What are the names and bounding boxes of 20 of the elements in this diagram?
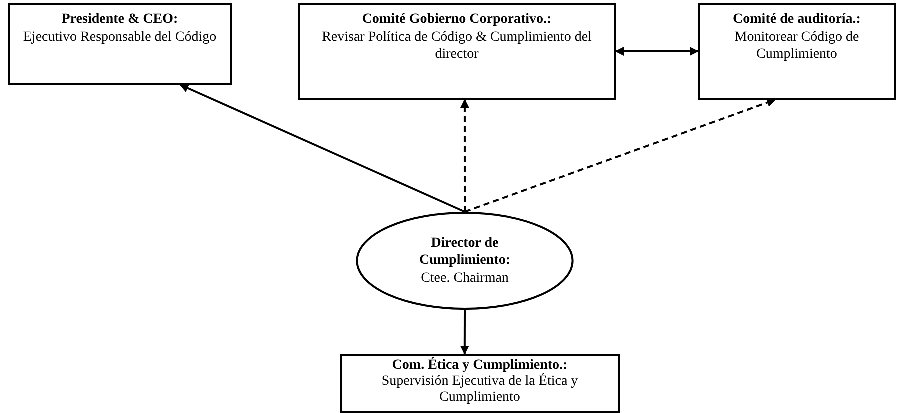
process-box xyxy=(298,3,616,100)
node-heading: Director de Cumplimiento: xyxy=(418,234,512,270)
ellipse-node xyxy=(355,212,575,310)
arrow xyxy=(180,84,466,213)
process-box xyxy=(340,354,620,413)
arrow xyxy=(460,310,470,355)
node-heading: Presidente & CEO: xyxy=(62,11,178,28)
node-heading: Comité de auditoría.: xyxy=(733,11,861,28)
arrow xyxy=(615,47,699,56)
node-heading: Comité Gobierno Corporativo.: xyxy=(362,11,552,28)
node-description: Supervisión Ejecutiva de la Ética y Cumplimiento xyxy=(380,374,580,406)
process-box xyxy=(8,3,232,85)
node-description: Ctee. Chairman xyxy=(421,270,509,288)
node-description: Monitorear Código de Cumplimiento xyxy=(734,28,860,64)
node-description: Ejecutivo Responsable del Código xyxy=(23,28,217,46)
arrow xyxy=(460,99,470,212)
arrow xyxy=(464,98,776,213)
process-box xyxy=(698,3,896,100)
node-heading: Com. Ética y Cumplimiento.: xyxy=(392,358,568,373)
node-description: Revisar Política de Código & Cumplimiento del director xyxy=(321,28,593,64)
